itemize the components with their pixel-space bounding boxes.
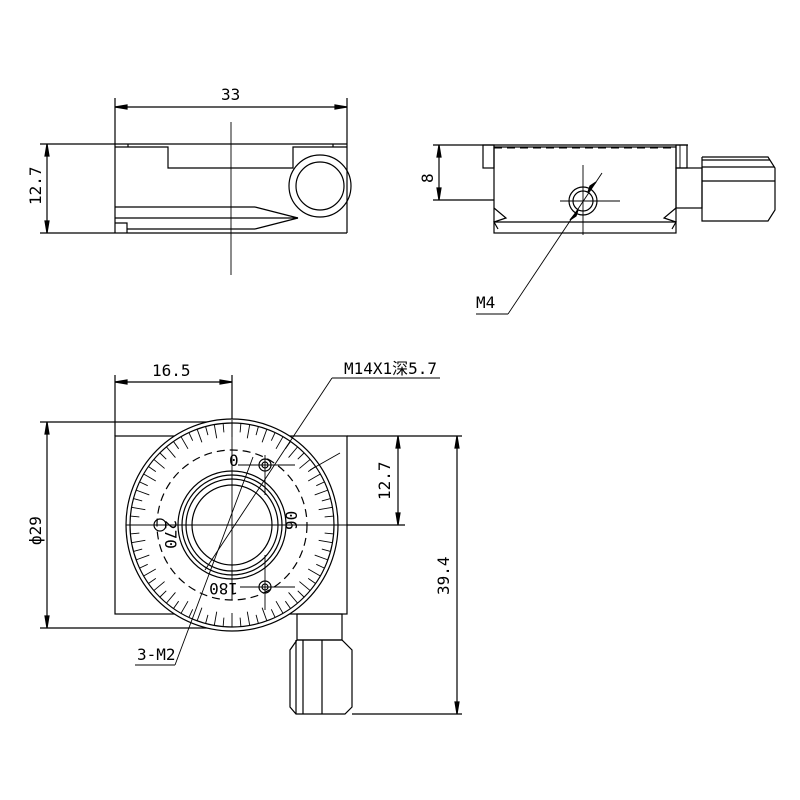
dial-ticks: [130, 423, 334, 627]
dial-tick: [288, 446, 298, 458]
callout-3-m2: 3-M2: [137, 645, 176, 664]
dial-tick: [318, 539, 333, 544]
dial-tick: [213, 424, 218, 439]
dial-label-180: 180: [209, 579, 238, 598]
dial-tick: [159, 590, 167, 598]
dial-tick: [261, 428, 268, 443]
dial-tick: [205, 426, 209, 436]
dial-tick: [316, 563, 325, 569]
dial-tick: [297, 452, 305, 460]
callout-m4: M4: [476, 293, 495, 312]
dial-tick: [275, 436, 284, 450]
dial-tick: [314, 554, 329, 561]
dial-tick: [139, 563, 148, 569]
dial-tick: [307, 473, 321, 482]
dial-tick: [196, 607, 203, 622]
dial-tick: [299, 459, 311, 469]
dial-tick: [297, 590, 305, 598]
dial-tick: [166, 592, 176, 604]
dial-tick: [270, 609, 276, 618]
dial-tick: [288, 592, 298, 604]
dial-tick: [180, 436, 189, 450]
dial-tick: [173, 600, 180, 609]
dial-tick: [143, 568, 157, 577]
dial-tick: [180, 600, 189, 614]
dial-tick: [222, 423, 225, 433]
dial-tick: [222, 617, 225, 627]
dial-label-270: 270: [161, 520, 180, 549]
dial-tick: [130, 515, 140, 518]
dial-tick: [153, 459, 165, 469]
dial-tick: [188, 609, 194, 618]
dial-tick: [246, 424, 251, 439]
dim-12-7-front: 12.7: [26, 166, 45, 205]
dial-tick: [131, 539, 146, 544]
dial-tick: [213, 611, 218, 626]
dial-tick: [205, 614, 209, 624]
dim-16-5: 16.5: [152, 361, 191, 380]
dial-tick: [239, 423, 242, 433]
dial-tick: [196, 428, 203, 443]
dial-tick: [133, 498, 143, 502]
dim-8: 8: [418, 173, 437, 183]
side-view: 8 M4: [418, 144, 776, 315]
dim-39-4: 39.4: [434, 556, 453, 595]
dial-tick: [284, 600, 291, 609]
dial-tick: [255, 614, 259, 624]
dial-tick: [314, 489, 329, 496]
dim-phi-29: ф29: [26, 516, 45, 545]
dial-tick: [143, 473, 157, 482]
dial-tick: [188, 432, 194, 441]
callout-m14: M14X1深5.7: [344, 359, 437, 378]
dial-tick: [135, 489, 150, 496]
dial-tick: [148, 466, 157, 473]
dim-33: 33: [221, 85, 240, 104]
dial-tick: [275, 600, 284, 614]
dim-12-7-top: 12.7: [375, 461, 394, 500]
top-view: 16.5 ф29 12.7 39.4 0: [26, 359, 462, 715]
dial-tick: [255, 426, 259, 436]
dial-tick: [153, 581, 165, 591]
dial-tick: [307, 568, 321, 577]
dial-label-0: 0: [229, 451, 239, 470]
dial-tick: [270, 432, 276, 441]
dial-tick: [321, 498, 331, 502]
front-view: 33 12.7: [26, 85, 352, 275]
dial-tick: [261, 607, 268, 622]
dial-tick: [133, 548, 143, 552]
dial-tick: [321, 548, 331, 552]
dial-tick: [307, 577, 316, 584]
dial-label-90: 90: [282, 511, 301, 530]
dial-tick: [135, 554, 150, 561]
dial-tick: [131, 506, 146, 511]
dial-tick: [148, 577, 157, 584]
dial-tick: [239, 617, 242, 627]
dial-tick: [324, 532, 334, 535]
dial-tick: [159, 452, 167, 460]
dial-tick: [166, 446, 176, 458]
dial-tick: [316, 481, 325, 487]
dial-tick: [318, 506, 333, 511]
dial-tick: [130, 532, 140, 535]
dial-tick: [173, 441, 180, 450]
dial-tick: [299, 581, 311, 591]
dial-tick: [246, 611, 251, 626]
dial-tick: [139, 481, 148, 487]
dial-tick: [324, 515, 334, 518]
